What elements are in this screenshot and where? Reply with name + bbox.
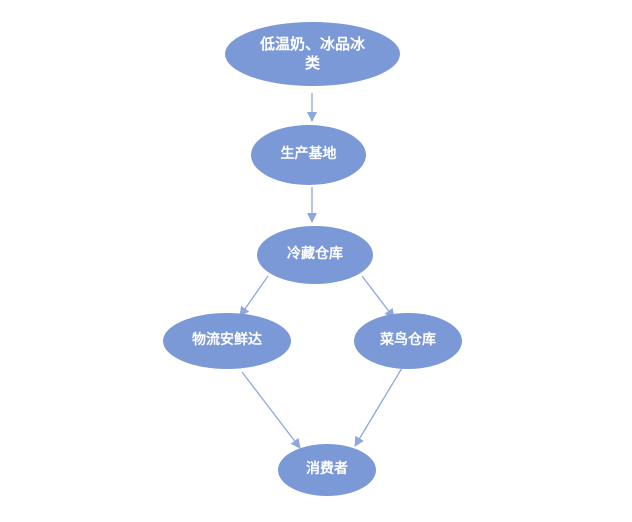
node-production-base: 生产基地 (251, 125, 366, 185)
node-label: 冷藏仓库 (287, 246, 343, 263)
node-consumer: 消费者 (278, 444, 376, 496)
edge-anxianda-to-consumer (241, 371, 301, 449)
node-label: 菜鸟仓库 (380, 332, 436, 349)
edge-cold-storage-to-anxianda (239, 275, 269, 317)
node-anxianda-logistics: 物流安鲜达 (163, 313, 291, 369)
node-label: 物流安鲜达 (192, 332, 262, 349)
node-label: 低温奶、冰品冰类 (259, 35, 365, 72)
node-cold-storage: 冷藏仓库 (257, 226, 373, 284)
node-cainiao-warehouse: 菜鸟仓库 (354, 313, 462, 369)
node-label: 消费者 (306, 461, 348, 478)
node-low-temp-milk-ice: 低温奶、冰品冰类 (225, 22, 400, 86)
node-label: 生产基地 (280, 146, 337, 163)
edge-cold-storage-to-cainiao (361, 275, 395, 319)
edge-cainiao-to-consumer (354, 367, 403, 447)
